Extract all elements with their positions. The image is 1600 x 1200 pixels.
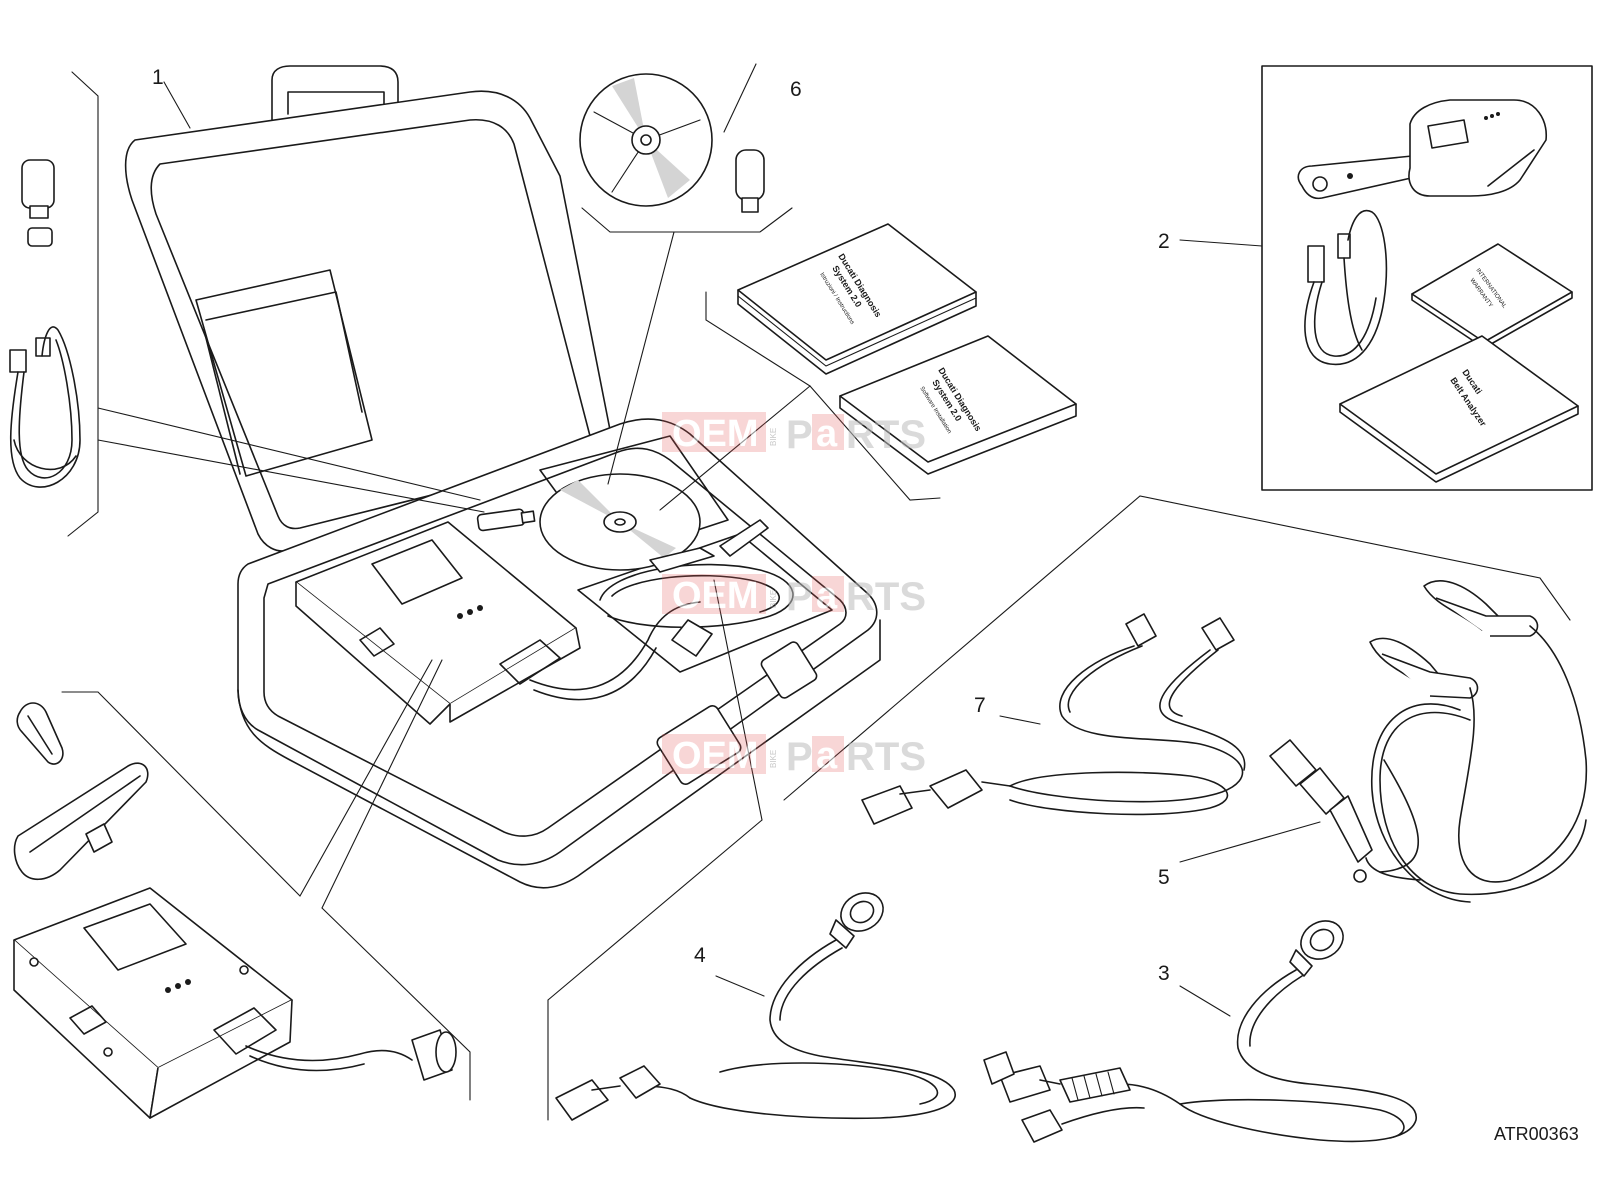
cd-in-case [539, 473, 701, 571]
watermark-1-text-c: P [786, 413, 813, 457]
watermark-2-text-e: RTS [846, 575, 926, 619]
manual-software: Ducati Diagnosis System 2.0 Software Ins… [839, 335, 1077, 475]
cable-coil-in-case [599, 519, 794, 657]
watermark-2-text-b: BIKE [769, 590, 778, 608]
manual-instructions: Ducati Diagnosis System 2.0 Istruzioni /… [737, 223, 977, 375]
callout-1: 1 [152, 66, 164, 89]
diagnosis-unit [13, 887, 457, 1119]
cable-7-y-adapter [861, 613, 1246, 825]
cable-5-battery-clamps [1269, 580, 1588, 903]
carabiner [16, 702, 64, 765]
software-cd [579, 73, 713, 207]
drawing-code: ATR00363 [1494, 1124, 1579, 1144]
watermark-3-text-a: OEM [672, 735, 759, 777]
watermark-3-text-c: P [786, 735, 813, 779]
strap [13, 762, 149, 881]
watermark-1-text-e: RTS [846, 413, 926, 457]
leader-lines [61, 63, 1571, 1121]
callout-6: 6 [790, 78, 802, 101]
watermark-1-text-b: BIKE [769, 428, 778, 446]
watermark-2: OEM BIKE P a RTS [662, 574, 926, 619]
watermark-2-text-c: P [786, 575, 813, 619]
left-accessory-bracket [67, 71, 99, 537]
callout-5: 5 [1158, 866, 1170, 889]
watermark-3-text-e: RTS [846, 735, 926, 779]
watermark-1: OEM BIKE P a RTS [662, 412, 926, 457]
callout-2: 2 [1158, 230, 1170, 253]
watermark-3: OEM BIKE P a RTS [662, 734, 926, 779]
watermark-2-text-d: a [816, 575, 838, 617]
watermark-3-text-d: a [816, 735, 838, 777]
carry-case [124, 65, 881, 889]
diagnosis-unit-in-case [295, 521, 701, 725]
cable-4-adapter [555, 892, 956, 1121]
watermark-2-text-a: OEM [672, 575, 759, 617]
callout-3: 3 [1158, 962, 1170, 985]
usb-stick-6 [735, 149, 765, 213]
watermark-1-text-a: OEM [672, 413, 759, 455]
watermark-1-text-d: a [816, 413, 838, 455]
usb-stick-spare [21, 159, 55, 247]
usb-cable-spare [9, 326, 81, 488]
callout-4: 4 [694, 944, 706, 967]
usb-stick-in-case [476, 508, 536, 532]
callout-7: 7 [974, 694, 986, 717]
watermark-3-text-b: BIKE [769, 750, 778, 768]
belt-analyzer-kit-box: INTERNATIONAL WARRANTY Ducati Belt Analy… [1261, 65, 1593, 491]
cable-3-adapter [983, 920, 1417, 1143]
